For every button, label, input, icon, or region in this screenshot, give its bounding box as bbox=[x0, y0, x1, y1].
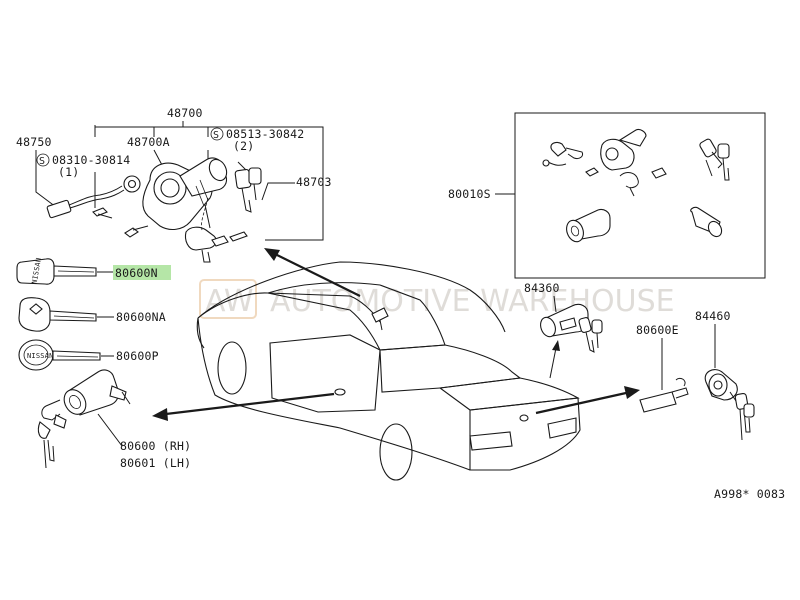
key-set-box bbox=[514, 112, 766, 279]
key-brand-label-2: NISSAN bbox=[27, 352, 54, 360]
car-rear bbox=[469, 397, 581, 471]
steering-lock-body-part bbox=[142, 157, 228, 231]
car-tail-light bbox=[469, 431, 513, 451]
key-warning-switch-part bbox=[184, 197, 248, 263]
diagram-code: A998* 0083 bbox=[714, 487, 785, 501]
label-08310-qty: (1) bbox=[58, 165, 79, 179]
trunk-lock-group: 84360 bbox=[524, 281, 603, 353]
label-48703[interactable]: 48703 bbox=[296, 175, 332, 189]
arrow-head-trunk bbox=[624, 386, 640, 399]
car-front-wheel bbox=[217, 341, 247, 395]
steering-lock-group: 48700 48750 48700A S 08310-30814 (1) S 0… bbox=[16, 106, 332, 263]
label-80600p[interactable]: 80600P bbox=[116, 349, 159, 363]
key-set-group: 80010S bbox=[448, 112, 766, 279]
pointer-arrows bbox=[152, 248, 640, 421]
glove-box-lock-group: 80600E 84460 bbox=[636, 309, 755, 441]
highlight-80600n bbox=[113, 265, 171, 280]
label-80601-lh[interactable]: 80601 (LH) bbox=[120, 456, 191, 470]
screw-symbol-icon-2 bbox=[210, 127, 224, 141]
arrow-to-door-lock bbox=[165, 392, 335, 416]
car-ignition-stem bbox=[379, 319, 383, 331]
leader-84360 bbox=[553, 295, 557, 313]
car-rear-window bbox=[379, 344, 522, 393]
label-08310-30814[interactable]: 08310-30814 bbox=[52, 153, 130, 167]
car-trunk-lock bbox=[519, 414, 529, 422]
leader-48750 bbox=[35, 150, 57, 208]
leader-80600-80601 bbox=[97, 413, 123, 447]
set-cylinder-part bbox=[566, 206, 723, 243]
label-80010s[interactable]: 80010S bbox=[448, 187, 491, 201]
label-48750[interactable]: 48750 bbox=[16, 135, 52, 149]
set-keys-part bbox=[699, 138, 730, 181]
arrow-to-ignition bbox=[274, 253, 361, 297]
arrow-head-door bbox=[152, 408, 168, 421]
watermark-logo-box bbox=[199, 279, 257, 319]
label-80600na[interactable]: 80600NA bbox=[116, 310, 166, 324]
car-door-handle bbox=[334, 388, 346, 396]
spring-plate-part bbox=[639, 377, 689, 413]
arrow-head-fuel bbox=[552, 340, 560, 351]
set-ignition-part bbox=[542, 128, 667, 197]
watermark-text: AUTOMOTIVE WAREHOUSE bbox=[270, 284, 675, 319]
label-48700[interactable]: 48700 bbox=[167, 106, 203, 120]
car-front-bumper bbox=[196, 317, 205, 349]
lock-cylinder-84460-part bbox=[704, 369, 755, 441]
car-ignition-mark bbox=[371, 307, 389, 323]
switch-connector-part bbox=[46, 175, 141, 219]
door-lock-group: 80600 (RH) 80601 (LH) bbox=[37, 369, 191, 470]
screw-08310-part bbox=[92, 207, 113, 219]
car-door-line bbox=[269, 334, 381, 413]
screw-symbol-icon bbox=[36, 153, 50, 167]
screw-symbol-2: S bbox=[213, 130, 219, 141]
label-08513-30842[interactable]: 08513-30842 bbox=[226, 127, 304, 141]
trunk-lock-part bbox=[540, 303, 603, 353]
arrow-head-ignition bbox=[264, 248, 280, 261]
ignition-keys-part bbox=[234, 161, 262, 213]
car-side bbox=[197, 317, 471, 471]
key-80600na-part bbox=[18, 297, 97, 332]
car-tail-light-right bbox=[547, 417, 577, 439]
car-roof bbox=[197, 261, 506, 333]
arrow-to-fuel-lock bbox=[549, 347, 557, 379]
car-illustration bbox=[196, 261, 581, 481]
car-windshield bbox=[265, 282, 446, 351]
screw-48700a-part bbox=[124, 225, 149, 238]
key-80600n-part: NISSAN bbox=[16, 257, 97, 285]
arrow-to-trunk-lock bbox=[535, 391, 627, 415]
key-80600p-part: NISSAN bbox=[18, 339, 101, 371]
bracket-48700 bbox=[94, 125, 324, 241]
label-80600-rh[interactable]: 80600 (RH) bbox=[120, 439, 191, 453]
label-80600n[interactable]: 80600N bbox=[115, 266, 158, 280]
screw-symbol: S bbox=[39, 156, 45, 167]
label-84460[interactable]: 84460 bbox=[695, 309, 731, 323]
label-48700a[interactable]: 48700A bbox=[127, 135, 170, 149]
label-80600e[interactable]: 80600E bbox=[636, 323, 679, 337]
car-rear-wheel bbox=[379, 423, 413, 481]
watermark: AW AUTOMOTIVE WAREHOUSE bbox=[199, 279, 675, 319]
door-lock-cylinder-part bbox=[37, 369, 131, 469]
label-84360[interactable]: 84360 bbox=[524, 281, 560, 295]
keys-group: NISSAN 80600N 80600NA NISSAN 80600P bbox=[16, 257, 171, 371]
label-08513-qty: (2) bbox=[233, 139, 254, 153]
leader-48703 bbox=[261, 182, 295, 201]
